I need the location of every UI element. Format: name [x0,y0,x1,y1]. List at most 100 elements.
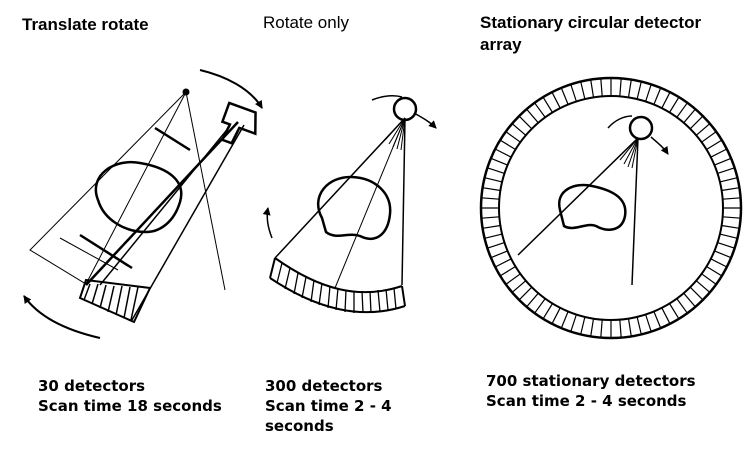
rotation-arc-top [372,96,402,100]
fan-rays [620,138,638,168]
detector-cell [483,226,501,229]
translation-bar-bottom [80,235,132,268]
detector-cell [581,82,585,100]
detector-cell [718,168,735,174]
detector-cell [481,198,499,199]
detector-cell [506,274,521,285]
fan-edge-left [518,138,638,255]
detector-cell [629,319,632,337]
detector-cell [662,308,670,324]
detector-cell [519,287,532,300]
panel-1-caption: 30 detectors Scan time 18 seconds [38,376,222,416]
patient-body-outline [559,185,625,230]
detector-arc-inner [275,258,402,292]
rotation-arrow-bottom [24,295,100,338]
rotation-arc-top [608,116,632,128]
detector-cell [684,109,696,123]
detector-cell [715,251,732,258]
detector-cell [487,168,504,174]
rotate-only-diagram [262,96,437,313]
panel-3-caption: 700 stationary detectors Scan time 2 - 4… [486,371,696,411]
detector-cell [677,103,688,118]
detector-cell [543,304,552,319]
detector-cell [491,158,508,165]
detector-cell [581,317,585,335]
stationary-ring-diagram [481,78,741,338]
detector-cell [654,88,661,105]
frame-crossbar [60,238,118,270]
detector-cell [696,124,710,136]
detector-cell [481,217,499,218]
pencil-beam-2 [100,126,230,285]
detector-cell [591,80,594,98]
detector-ring-inner [499,96,723,320]
detector-cell [561,88,568,105]
detector-cell [654,312,661,329]
detector-cell [715,158,732,165]
detector-cell [535,103,546,118]
panel-2-caption: 300 detectors Scan time 2 - 4 seconds [265,376,392,436]
detector-box [217,103,263,150]
detector-cell [571,84,577,101]
detector-cell [707,140,722,149]
detector-cell [670,304,679,319]
detector-cell [543,97,552,112]
detector-cell [495,149,511,157]
translate-rotate-diagram [24,70,262,338]
fan-edge-left [275,118,405,258]
detector-cell [512,281,526,293]
detector-cell [723,217,741,218]
detector-cell [485,178,503,182]
detector-cell [702,274,717,285]
fan-edge-right [402,118,405,285]
detector-cell [720,178,738,182]
detector-cell [487,243,504,249]
xray-tube [630,117,652,139]
detector-cell [670,97,679,112]
detector-cell [637,82,641,100]
scan-frame-outline [30,92,186,284]
detector-cell [690,116,703,129]
detector-cell [702,132,717,143]
rotation-arrow-top [200,70,262,109]
panel-3-caption-line-1: 700 stationary detectors [486,372,696,390]
xray-tube [394,98,416,120]
detector-cell [535,299,546,314]
detector-cell [519,116,532,129]
fan-edge-right [632,138,638,285]
detector-bank-small [80,280,150,322]
detector-cell [637,317,641,335]
panel-3-caption-line-2: Scan time 2 - 4 seconds [486,392,687,410]
detector-cell [601,320,602,338]
detector-arc-outer [270,278,405,312]
detector-cell [646,84,652,101]
detector-cell [591,319,594,337]
detector-cell [500,267,515,276]
xray-source-dot [183,89,189,95]
detector-cell [527,109,539,123]
patient-body-outline [96,162,181,232]
detector-cell [483,188,501,191]
detector-cell [571,315,577,332]
detector-cell [620,78,621,96]
detector-cell [720,234,738,238]
panel-3-title-line-1: Stationary circular detector [480,13,702,32]
detector-cell [506,132,521,143]
detector-cell [629,80,632,98]
detector-cell [711,149,727,157]
detector-cell [485,234,503,238]
detector-cell [696,281,710,293]
panel-1-caption-line-2: Scan time 18 seconds [38,397,222,415]
detector-cell [722,226,740,229]
detector-cell [491,251,508,258]
detector-cell [723,198,741,199]
detector-cell [646,315,652,332]
detector-cell [718,243,735,249]
detector-arc-cells [277,263,396,313]
detector-cell [552,92,560,108]
fan-rays [385,118,405,150]
panel-2-title: Rotate only [263,13,349,32]
detector-cell [561,312,568,329]
